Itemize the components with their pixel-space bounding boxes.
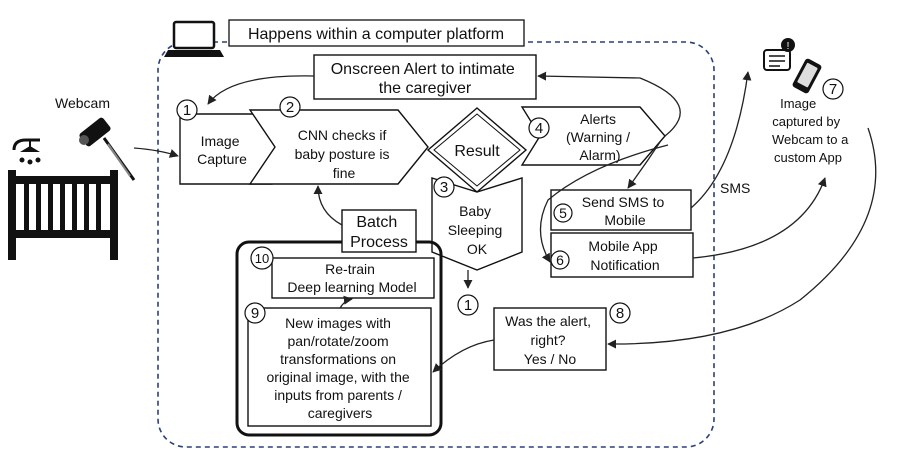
edge-alerts-to-onscreen bbox=[537, 71, 681, 137]
edge-batch-to-cnn bbox=[313, 185, 343, 226]
edge-alert-right-to-new-images bbox=[432, 339, 495, 373]
edge-sms-to-phone bbox=[690, 71, 752, 209]
edge-new-images-to-retrain bbox=[339, 295, 353, 309]
node-number-badge bbox=[609, 302, 631, 324]
node-number: 9 bbox=[251, 305, 259, 322]
laptop-icon bbox=[164, 20, 224, 57]
platform-label-box bbox=[228, 19, 525, 47]
sms-label: SMS bbox=[720, 180, 750, 196]
node-number-badge bbox=[528, 117, 550, 139]
node-number: 2 bbox=[286, 99, 294, 116]
baby-ok-label: Baby Sleeping OK bbox=[448, 203, 506, 257]
edge-alerts-to-app bbox=[539, 144, 669, 263]
batch-process-label-box bbox=[341, 209, 417, 253]
send-sms-node bbox=[550, 189, 692, 231]
platform-label: Happens within a computer platform bbox=[248, 26, 504, 43]
result-label: Result bbox=[454, 143, 500, 160]
node-number: 8 bbox=[616, 305, 624, 322]
node-number: 7 bbox=[829, 81, 837, 98]
node-number: 10 bbox=[255, 251, 269, 266]
node-number-badge bbox=[553, 203, 573, 223]
node-number: 4 bbox=[535, 120, 543, 137]
message-alert-icon: ! bbox=[763, 38, 795, 71]
image-capture-label: Image Capture bbox=[197, 133, 247, 167]
node-number-badge bbox=[433, 176, 455, 198]
node-number-badge bbox=[250, 246, 274, 270]
webcam-icon bbox=[79, 117, 136, 181]
send-sms-label: Send SMS to Mobile bbox=[582, 194, 668, 228]
edge-webcam-to-capture bbox=[133, 147, 179, 158]
retrain-label: Re-train Deep learning Model bbox=[287, 261, 416, 295]
mobile-app-node bbox=[550, 232, 694, 278]
cnn-check-node bbox=[248, 109, 429, 185]
node-number-badge bbox=[822, 78, 844, 100]
smartphone-icon bbox=[792, 58, 822, 94]
edge-app-to-phone bbox=[692, 177, 827, 259]
node-number-badge bbox=[279, 96, 301, 118]
node-number: 3 bbox=[440, 179, 448, 196]
result-node-shadow bbox=[433, 113, 521, 187]
new-images-label: New images with pan/rotate/zoom transfor… bbox=[266, 315, 413, 421]
baby-crib-icon bbox=[8, 138, 118, 260]
loop-back-badge bbox=[457, 294, 479, 316]
webcam-label: Webcam bbox=[55, 95, 110, 111]
edge-phone-to-alert-right bbox=[607, 127, 877, 349]
svg-text:!: ! bbox=[787, 41, 790, 52]
node-number: 5 bbox=[559, 205, 567, 221]
batch-process-group bbox=[235, 240, 443, 437]
cnn-check-label: CNN checks if baby posture is fine bbox=[295, 127, 394, 181]
node-number: 1 bbox=[464, 297, 472, 314]
node-number-badge bbox=[244, 302, 266, 324]
onscreen-alert-node bbox=[313, 54, 537, 100]
node-number: 1 bbox=[183, 102, 191, 119]
phone-caption: Image captured by Webcam to a custom App bbox=[772, 96, 852, 165]
alerts-label: Alerts (Warning / Alarm) bbox=[566, 111, 634, 163]
edge-onscreen-to-capture bbox=[207, 75, 315, 105]
batch-process-label: Batch Process bbox=[350, 214, 408, 251]
alert-right-label: Was the alert, right? Yes / No bbox=[505, 313, 595, 367]
node-number-badge bbox=[176, 99, 198, 121]
edge-alerts-to-sms bbox=[627, 141, 661, 189]
alert-right-node bbox=[493, 307, 607, 371]
new-images-node bbox=[247, 307, 432, 427]
mobile-app-label: Mobile App Notification bbox=[588, 238, 661, 273]
onscreen-alert-label: Onscreen Alert to intimate the caregiver bbox=[331, 61, 520, 97]
node-number-badge bbox=[550, 250, 570, 270]
node-number: 6 bbox=[556, 252, 564, 268]
baby-ok-node bbox=[431, 177, 523, 271]
retrain-node bbox=[271, 257, 435, 299]
